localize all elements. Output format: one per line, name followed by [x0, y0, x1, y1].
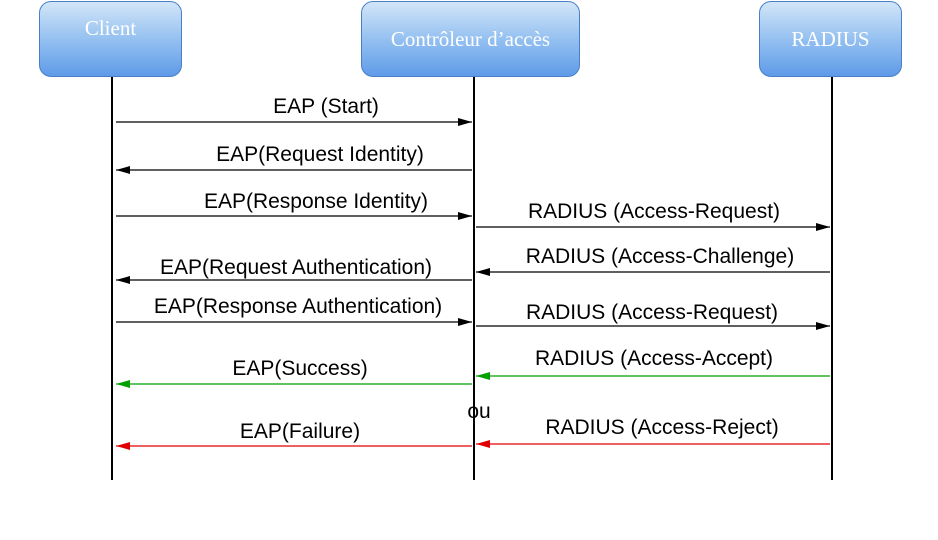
- actor-radius-label: RADIUS: [791, 26, 870, 51]
- actor-controller-label: Contrôleur d’accès: [390, 26, 551, 51]
- label-radius-access-request-2: RADIUS (Access-Request): [526, 301, 778, 324]
- label-eap-start: EAP (Start): [273, 95, 379, 118]
- label-eap-failure: EAP(Failure): [240, 420, 360, 443]
- label-radius-access-reject: RADIUS (Access-Reject): [545, 416, 778, 439]
- label-ou: ou: [467, 400, 490, 423]
- label-radius-access-challenge: RADIUS (Access-Challenge): [526, 245, 794, 268]
- label-eap-request-identity: EAP(Request Identity): [216, 143, 424, 166]
- label-radius-access-accept: RADIUS (Access-Accept): [535, 347, 773, 370]
- actor-radius: RADIUS: [759, 1, 902, 77]
- label-eap-success: EAP(Success): [232, 357, 367, 380]
- label-radius-access-request-1: RADIUS (Access-Request): [528, 200, 780, 223]
- actor-controller: Contrôleur d’accès: [361, 1, 580, 77]
- label-eap-response-authentication: EAP(Response Authentication): [154, 295, 442, 318]
- actor-client: Client: [39, 1, 182, 77]
- label-eap-request-authentication: EAP(Request Authentication): [160, 256, 432, 279]
- label-eap-response-identity: EAP(Response Identity): [204, 190, 428, 213]
- actor-client-label: Client: [84, 16, 137, 40]
